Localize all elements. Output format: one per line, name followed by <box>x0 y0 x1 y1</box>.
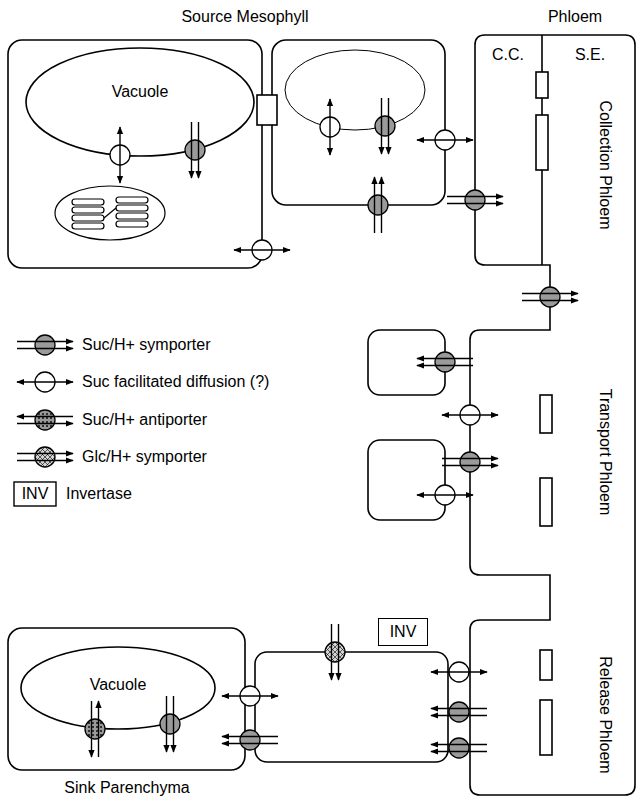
symporter-symbol <box>442 452 498 472</box>
symporter-symbol <box>417 352 473 372</box>
symporter-symbol <box>375 98 395 154</box>
mesophyll-cell <box>272 40 445 205</box>
legend-symbols <box>17 335 73 467</box>
legend-text: Glc/H+ symporter <box>82 448 207 465</box>
plasmodesma <box>536 72 548 98</box>
legend-entry: Suc/H+ antiporter <box>82 411 207 429</box>
phloem-zone-label: Release Phloem <box>596 656 614 773</box>
symporter-symbol <box>522 287 578 307</box>
plasmodesma <box>257 95 277 125</box>
legend-entry: Suc/H+ symporter <box>82 336 210 354</box>
legend-sample-text: INV <box>22 485 49 503</box>
cell-label: C.C. <box>492 46 524 64</box>
symporter-symbol <box>160 696 180 752</box>
facilitator-symbol <box>320 99 340 155</box>
facilitator-symbol <box>417 485 473 505</box>
legend-symbol <box>17 372 73 392</box>
transporters <box>222 98 578 758</box>
node-text: Vacuole <box>90 676 147 694</box>
facilitator-symbol <box>417 130 473 150</box>
cell-label: S.E. <box>575 46 605 64</box>
symporter-symbol <box>185 122 205 178</box>
facilitator-symbol <box>442 405 498 425</box>
legend-symbol <box>17 447 73 467</box>
glucose-symporter-symbol <box>325 624 345 680</box>
legend-symbol <box>17 410 73 430</box>
facilitator-symbol <box>222 686 278 706</box>
sink-cell <box>255 652 448 762</box>
facilitator-symbol <box>234 240 290 260</box>
symporter-symbol <box>368 177 388 233</box>
node-text: INV <box>390 623 417 641</box>
plasmodesma <box>536 115 548 170</box>
legend-entry: Invertase <box>66 485 132 503</box>
symporter-symbol <box>431 738 487 758</box>
legend-entry: Glc/H+ symporter <box>82 448 207 466</box>
parenchyma-cell <box>368 330 445 395</box>
vacuole-outline <box>25 47 255 157</box>
inner-membrane <box>285 50 425 130</box>
plasmodesma <box>540 395 552 433</box>
plasmodesma <box>540 478 552 526</box>
region-heading: Phloem <box>548 8 602 26</box>
legend-text: Suc/H+ symporter <box>82 336 210 353</box>
invertase-box: INV <box>378 618 428 646</box>
region-heading: Source Mesophyll <box>181 8 308 26</box>
plasmodesma <box>540 650 552 680</box>
vacuole-membrane <box>21 647 215 729</box>
legend-entry: Suc facilitated diffusion (?) <box>82 373 269 391</box>
region-heading: Sink Parenchyma <box>64 779 189 797</box>
sink-cell <box>8 628 245 770</box>
antiporter-symbol <box>85 701 105 757</box>
vacuole: Vacuole <box>25 47 255 157</box>
legend-text: Invertase <box>66 485 132 502</box>
phloem-zone-label: Collection Phloem <box>596 101 614 230</box>
symporter-symbol <box>447 190 503 210</box>
legend-symbol <box>17 335 73 355</box>
facilitator-symbol <box>110 127 130 183</box>
cell-walls <box>8 35 635 795</box>
legend-text: Suc/H+ antiporter <box>82 411 207 428</box>
legend-text: Suc facilitated diffusion (?) <box>82 373 269 390</box>
vacuole-membrane <box>26 48 254 156</box>
mesophyll-cell <box>8 40 262 268</box>
parenchyma-cell <box>368 440 445 520</box>
plasmodesma <box>540 700 552 755</box>
vacuole: Vacuole <box>20 646 216 730</box>
phloem-zone-label: Transport Phloem <box>596 389 614 516</box>
symporter-symbol <box>431 702 487 722</box>
legend-invertase-box <box>14 482 56 506</box>
symporter-symbol <box>222 730 278 750</box>
facilitator-symbol <box>431 662 487 682</box>
node-text: Vacuole <box>112 83 169 101</box>
chloroplast <box>55 186 165 240</box>
